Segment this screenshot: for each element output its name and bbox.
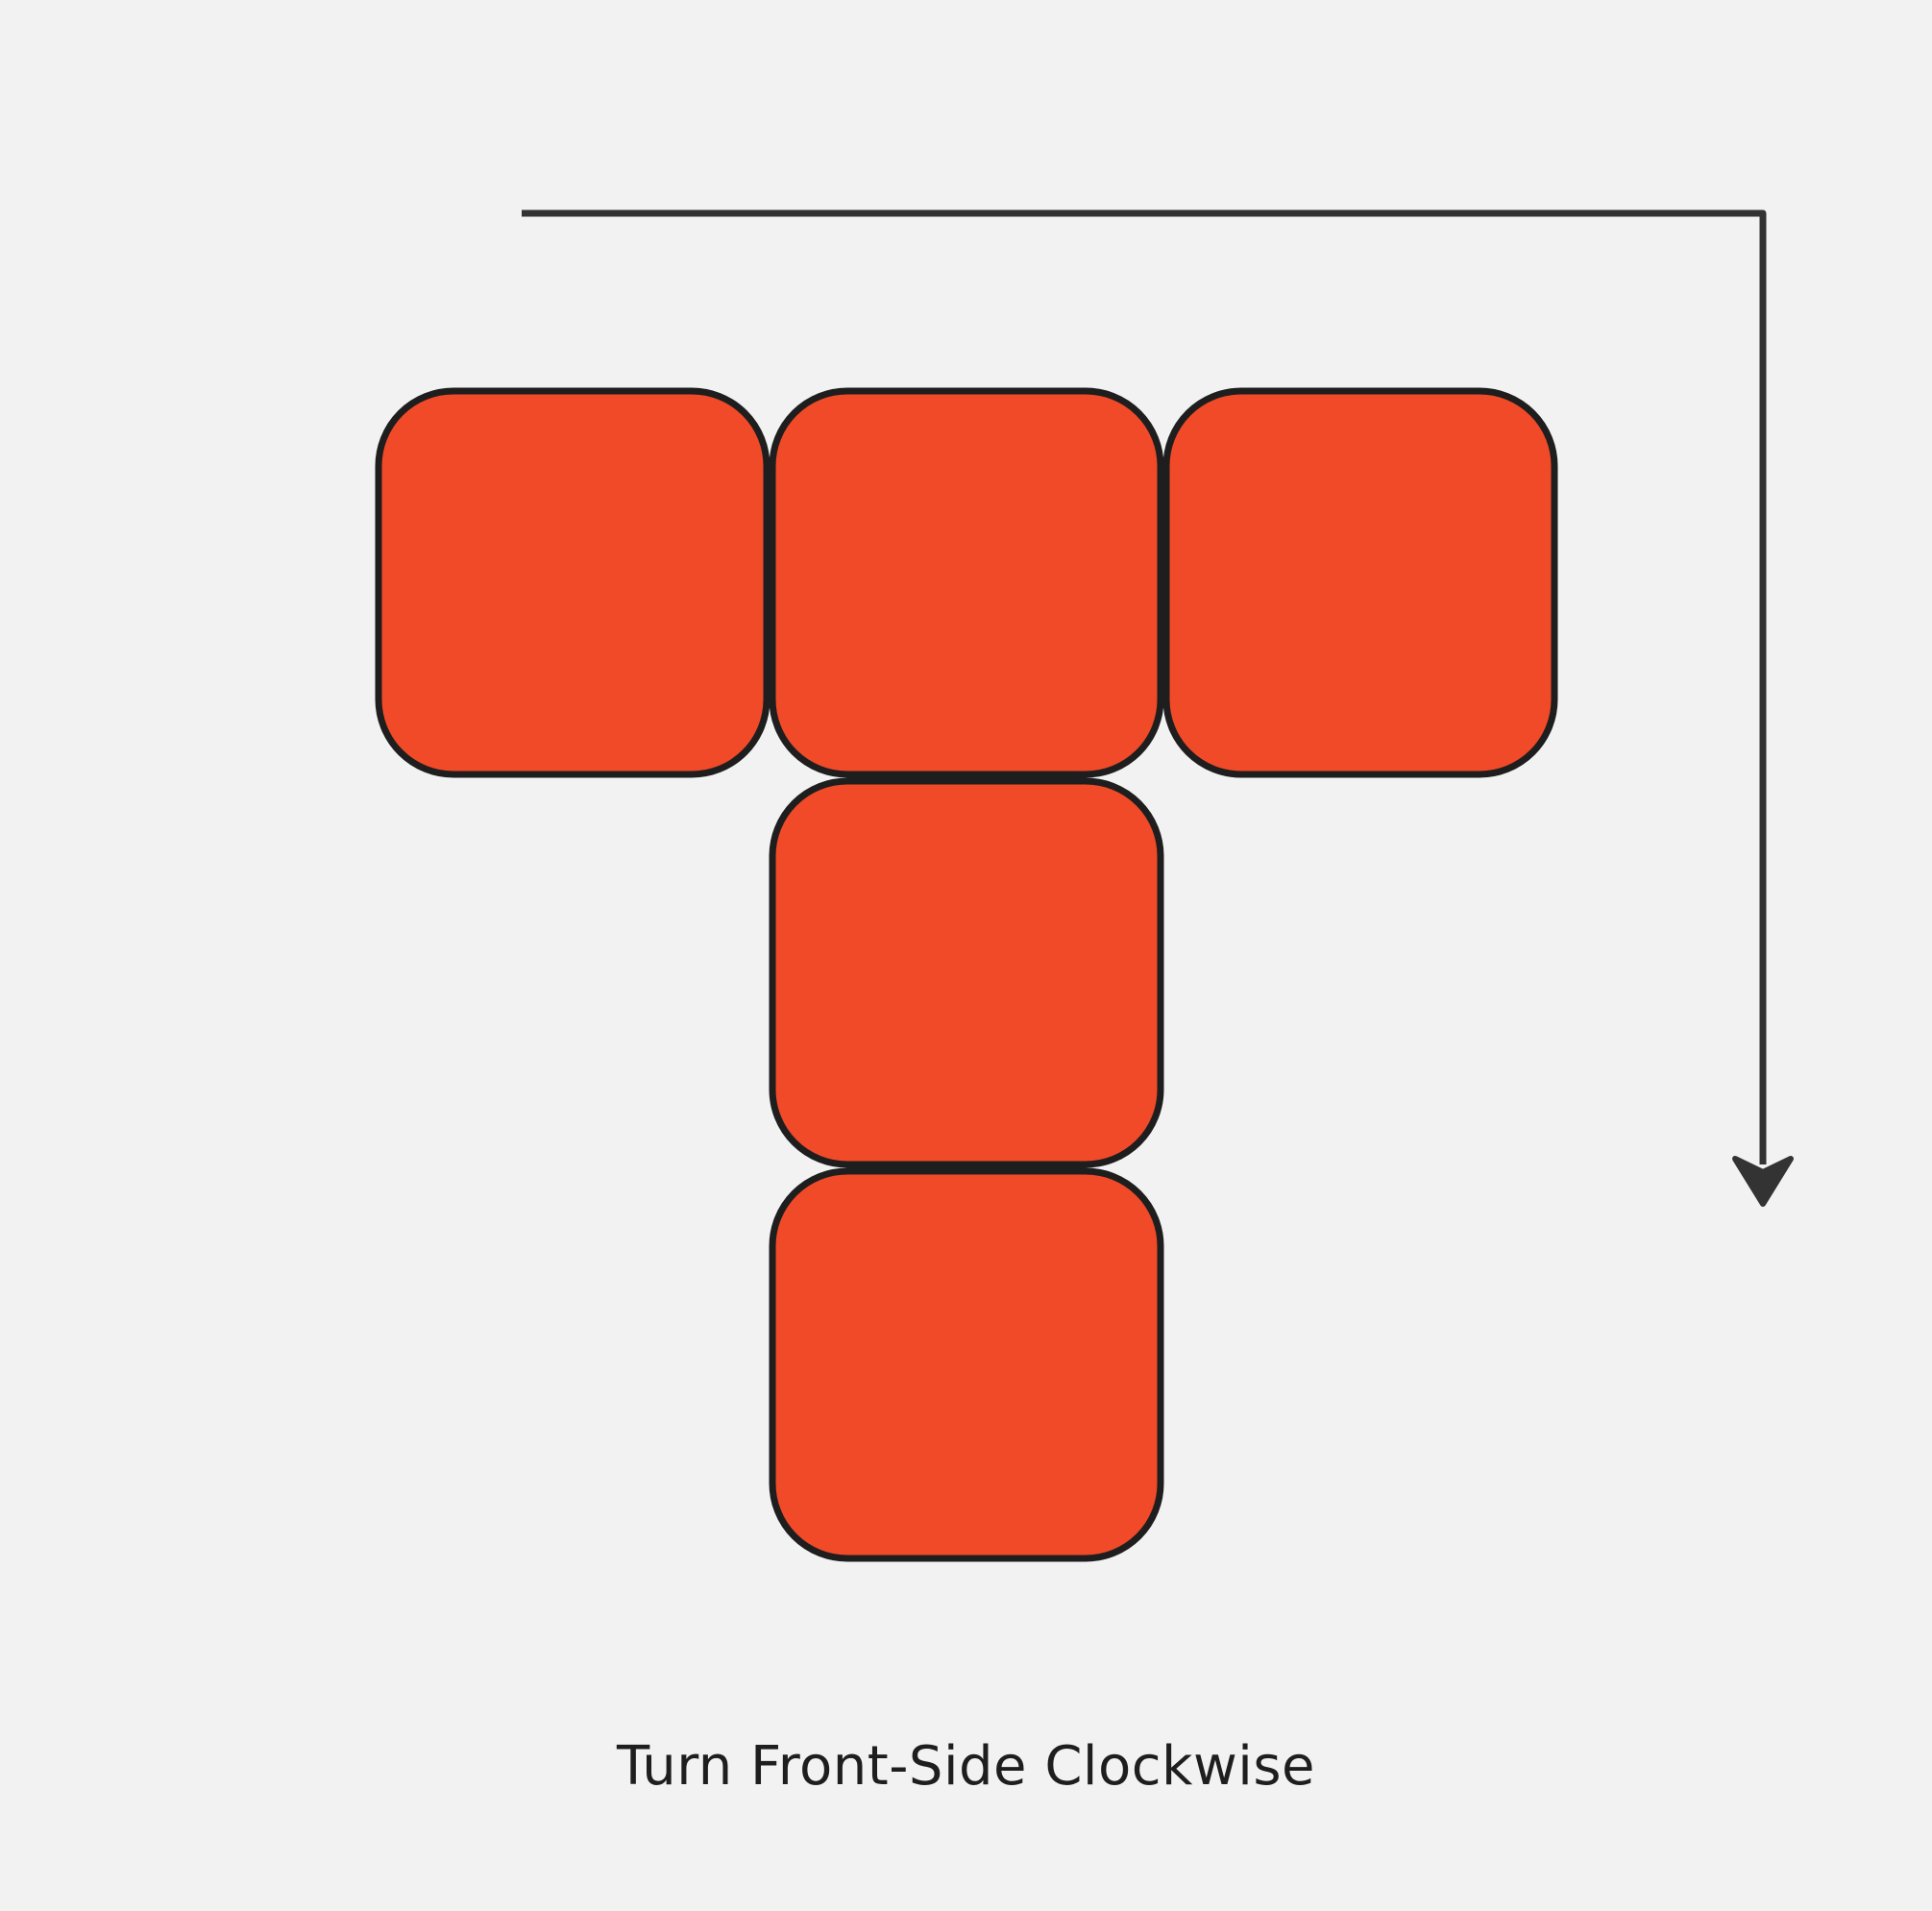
tile-top-left — [375, 387, 770, 778]
t-tile-group — [375, 387, 1558, 1562]
arrow-shaft — [522, 209, 1767, 1164]
tile-top-center — [769, 387, 1164, 778]
tile-top-right — [1162, 387, 1558, 778]
tile-middle-center — [769, 777, 1164, 1168]
arrow-head — [1732, 1156, 1794, 1207]
tile-bottom-center — [769, 1167, 1164, 1562]
clockwise-turn-arrow-icon — [522, 209, 1794, 1207]
diagram-caption: Turn Front-Side Clockwise — [617, 1735, 1315, 1798]
